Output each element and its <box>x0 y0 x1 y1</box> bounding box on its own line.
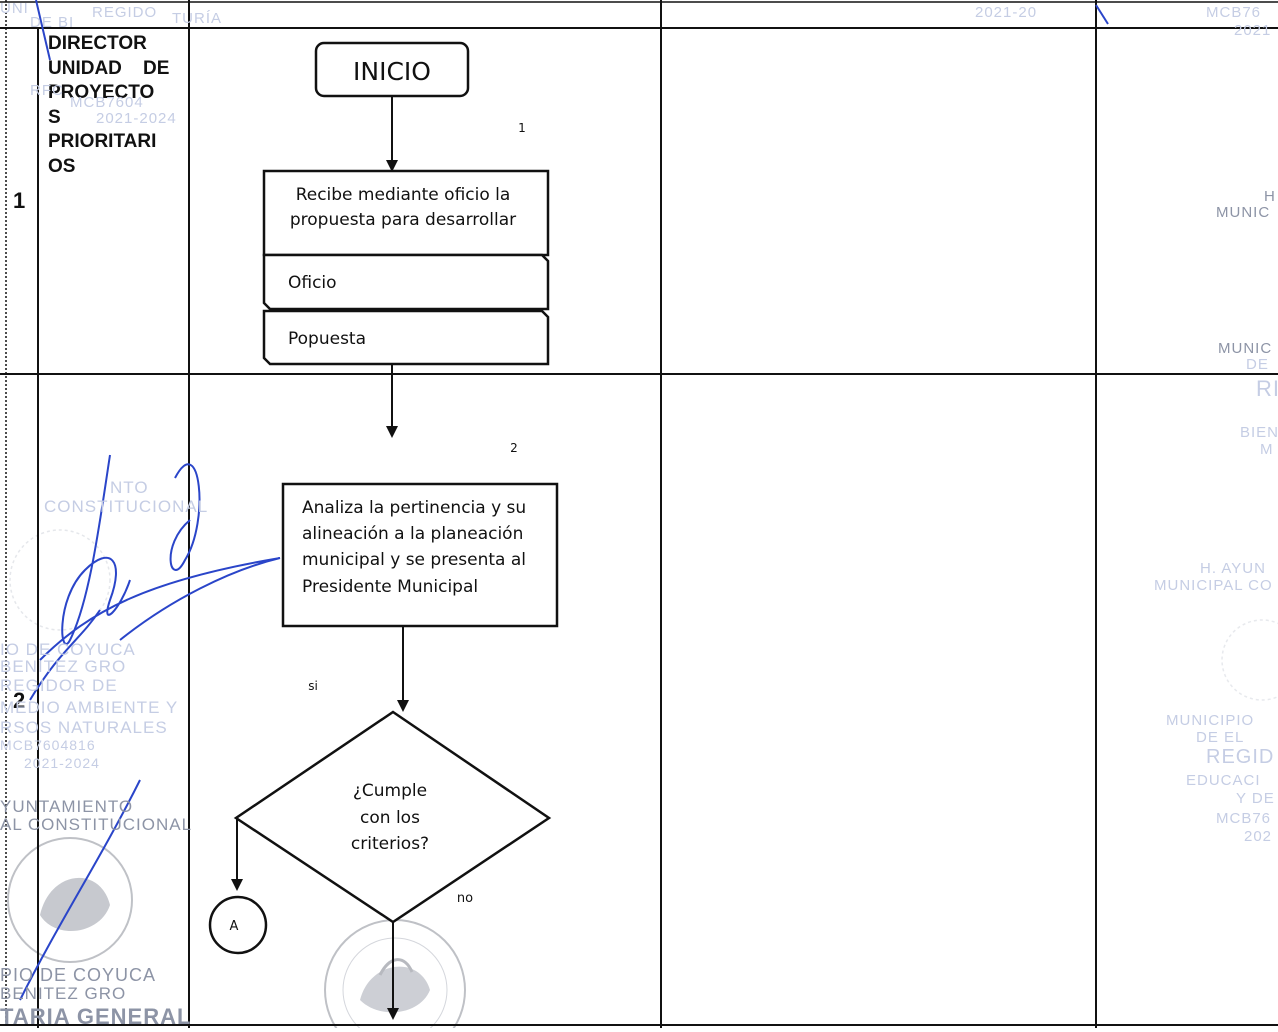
start-terminator-label: INICIO <box>353 57 431 86</box>
document-oficio-box <box>262 253 550 311</box>
actor-role-line4: S <box>48 106 61 128</box>
connector-a-circle <box>208 895 268 955</box>
step2-text-line2: alineación a la planeación <box>302 524 523 544</box>
row-number-2: 2 <box>13 688 26 713</box>
actor-role-line1: DIRECTOR <box>48 33 147 54</box>
step2-text-line4: Presidente Municipal <box>302 577 478 597</box>
step2-number: 2 <box>510 441 518 455</box>
actor-role-line3: PROYECTO <box>48 82 155 103</box>
signature-top <box>35 0 1109 61</box>
step1-process-box <box>262 169 550 257</box>
actor-role-line6: OS <box>48 155 76 177</box>
document-propuesta-label: Popuesta <box>288 329 366 349</box>
decision-text-line2: con los <box>360 808 420 828</box>
step1-text-line2: propuesta para desarrollar <box>290 210 516 230</box>
connector-a-label: A <box>230 919 239 934</box>
step1-number: 1 <box>518 121 526 135</box>
actor-role-label: DIRECTOR UNIDAD DE PROYECTO S PRIORITARI… <box>48 32 169 179</box>
decision-text-line1: ¿Cumple <box>353 781 427 801</box>
step1-text-line1: Recibe mediante oficio la <box>296 185 511 205</box>
row-number-1: 1 <box>13 188 26 213</box>
decision-text-line3: criterios? <box>351 834 429 854</box>
yes-branch-label: si <box>308 679 318 693</box>
step2-text-line3: municipal y se presenta al <box>302 550 526 570</box>
seal-emblem-left-icon <box>7 529 1278 963</box>
signature-left <box>19 454 281 1001</box>
seal-emblem-icon <box>324 919 466 1032</box>
actor-role-line5: PRIORITARI <box>48 131 157 152</box>
actor-role-line2: UNIDAD DE <box>48 57 170 79</box>
document-oficio-label: Oficio <box>288 273 337 293</box>
no-branch-label: no <box>457 891 473 906</box>
document-propuesta-box <box>262 309 550 366</box>
step2-text-line1: Analiza la pertinencia y su <box>302 498 526 518</box>
step2-process-box <box>281 482 559 628</box>
